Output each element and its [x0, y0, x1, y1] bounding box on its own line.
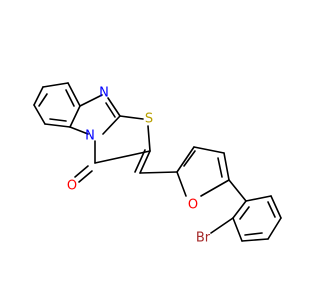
- bond: [33, 104, 46, 125]
- bond: [232, 200, 247, 219]
- bond: [223, 152, 230, 181]
- bond: [139, 171, 178, 174]
- bond-double: [217, 157, 223, 178]
- bond-inner: [49, 118, 67, 122]
- bond-double: [139, 150, 151, 174]
- bond: [94, 150, 151, 164]
- alkene-linker: [134, 149, 178, 174]
- bromophenyl-ring: [210, 179, 282, 242]
- bond: [232, 217, 243, 242]
- bond-double: [74, 165, 89, 178]
- bond: [33, 86, 44, 106]
- bond-inner: [244, 232, 263, 236]
- nitrogen-label: N: [99, 86, 109, 101]
- bond: [69, 126, 89, 135]
- bond: [193, 146, 225, 154]
- bond: [69, 105, 81, 128]
- bond: [67, 82, 81, 107]
- fused-heterocycle: [69, 94, 151, 183]
- bond-double: [78, 170, 93, 183]
- molecule-structure-diagram: N N S O O Br: [33, 82, 282, 246]
- bond: [107, 97, 121, 117]
- benzene-ring-fused: [33, 82, 81, 128]
- bond: [228, 179, 247, 202]
- furan-ring: [176, 146, 230, 197]
- bond: [200, 179, 230, 197]
- oxygen-label: O: [67, 179, 77, 194]
- bond-inner: [65, 89, 75, 107]
- bond: [270, 195, 282, 219]
- bond-double: [183, 150, 196, 167]
- bond: [119, 115, 144, 120]
- bond: [245, 195, 272, 202]
- bond: [79, 94, 103, 107]
- bond-inner: [267, 201, 276, 218]
- bromine-label: Br: [196, 231, 211, 246]
- bond: [267, 217, 282, 240]
- bond-double: [105, 102, 116, 118]
- sulfur-label: S: [145, 112, 153, 127]
- bond-double: [134, 149, 146, 173]
- bond: [241, 238, 269, 242]
- bond: [102, 115, 121, 135]
- bond: [147, 125, 151, 152]
- bond: [44, 123, 71, 128]
- bond-inner: [239, 206, 250, 220]
- bond: [176, 171, 187, 197]
- oxygen-label: O: [188, 198, 198, 213]
- bond: [176, 146, 195, 173]
- bond: [42, 82, 69, 88]
- bond-inner: [38, 93, 48, 107]
- nitrogen-label: N: [85, 129, 95, 144]
- bond: [210, 217, 234, 234]
